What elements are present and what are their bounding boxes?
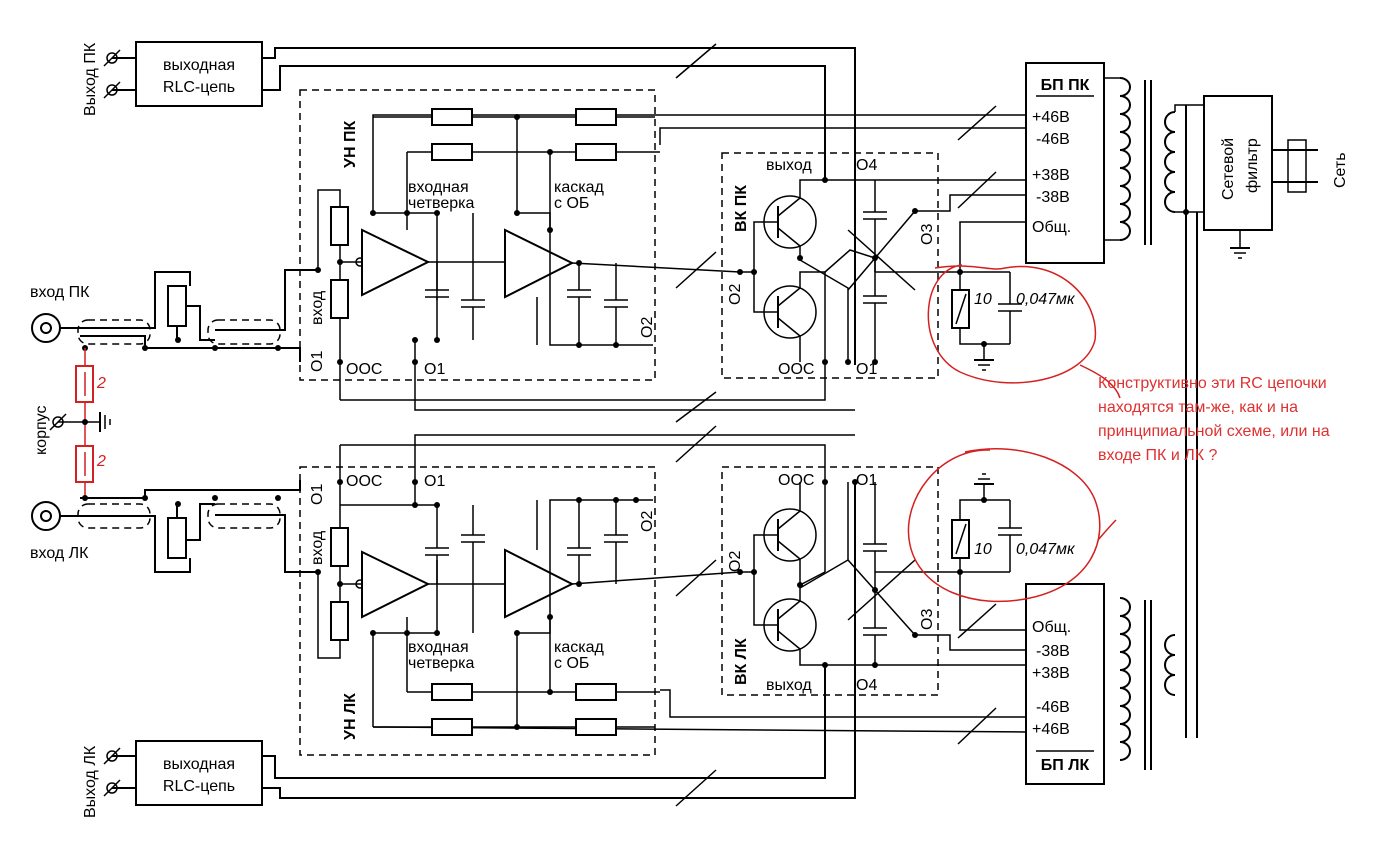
- svg-text:БП ЛК: БП ЛК: [1041, 757, 1090, 774]
- svg-text:О3: О3: [919, 609, 936, 630]
- svg-text:RLC-цепь: RLC-цепь: [163, 79, 235, 96]
- svg-text:RLC-цепь: RLC-цепь: [163, 778, 235, 795]
- output-rlc-bottom: выходная RLC-цепь Выход ЛК: [82, 480, 856, 818]
- svg-text:вход: вход: [309, 290, 326, 325]
- svg-text:выходная: выходная: [163, 57, 235, 74]
- svg-text:-46В: -46В: [1036, 699, 1070, 716]
- svg-text:0,047мк: 0,047мк: [1016, 291, 1076, 308]
- svg-text:2: 2: [96, 453, 106, 470]
- label-in-lk: вход ЛК: [30, 545, 89, 562]
- svg-text:О2: О2: [727, 551, 744, 572]
- svg-text:2: 2: [96, 375, 106, 392]
- svg-text:УН ПК: УН ПК: [342, 121, 359, 168]
- input-pk: вход ПК: [30, 269, 318, 362]
- output-stage-lk: ВК ЛК выход О4 О2 О3 ООС О1: [721, 466, 960, 696]
- svg-text:Общ.: Общ.: [1032, 219, 1071, 236]
- output-rlc-top: выходная RLC-цепь Выход ПК: [82, 41, 856, 365]
- svg-text:ВК ЛК: ВК ЛК: [733, 638, 750, 685]
- svg-text:О1: О1: [856, 361, 877, 378]
- svg-text:ООС: ООС: [778, 361, 814, 378]
- voltage-amp-lk: УН ЛК вход О1 ООС О1 О2 входная четверка…: [299, 434, 855, 756]
- mains-filter: Сетевой фильтр Сеть: [1174, 95, 1349, 738]
- svg-text:О3: О3: [919, 224, 936, 245]
- break-marks: [675, 43, 997, 807]
- svg-text:с ОБ: с ОБ: [554, 195, 589, 212]
- svg-text:выходная: выходная: [163, 756, 235, 773]
- svg-text:0,047мк: 0,047мк: [1016, 541, 1076, 558]
- svg-text:Общ.: Общ.: [1032, 619, 1071, 636]
- svg-text:выход: выход: [766, 677, 812, 694]
- svg-text:О2: О2: [727, 284, 744, 305]
- svg-text:10: 10: [974, 291, 992, 308]
- svg-text:-38В: -38В: [1036, 643, 1070, 660]
- svg-text:10: 10: [974, 541, 992, 558]
- voltage-amp-pk: УН ПК вход О1 ООС О1 О2 входная четверка…: [299, 89, 855, 411]
- output-stage-pk: ВК ПК выход О4 О2 О3 ООС О1: [721, 152, 960, 379]
- snubber-pk: 10 0,047мк: [927, 264, 1097, 384]
- svg-text:ВК ПК: ВК ПК: [733, 185, 750, 232]
- svg-text:+38В: +38В: [1032, 167, 1070, 184]
- svg-text:-38В: -38В: [1036, 189, 1070, 206]
- svg-text:фильтр: фильтр: [1244, 138, 1261, 193]
- svg-text:УН ЛК: УН ЛК: [342, 693, 359, 740]
- label-out-lk: Выход ЛК: [82, 745, 99, 818]
- psu-pk: БП ПК +46В -46В +38В -38В Общ.: [1025, 62, 1176, 264]
- label-set: Сеть: [1332, 152, 1349, 188]
- svg-text:О1: О1: [424, 473, 445, 490]
- svg-text:+46В: +46В: [1032, 109, 1070, 126]
- svg-text:О2: О2: [639, 317, 656, 338]
- snubber-lk: 10 0,047мк: [907, 364, 1121, 603]
- svg-text:четверка: четверка: [408, 655, 475, 672]
- svg-text:четверка: четверка: [408, 195, 475, 212]
- korpus-ground: 2 2 корпус: [33, 348, 111, 498]
- label-out-pk: Выход ПК: [82, 42, 99, 116]
- svg-text:ООС: ООС: [346, 473, 382, 490]
- svg-text:каскад: каскад: [554, 179, 605, 196]
- svg-text:входная: входная: [408, 179, 469, 196]
- svg-text:+38В: +38В: [1032, 665, 1070, 682]
- annotation-note: Конструктивно эти RC цепочки находятся т…: [1098, 375, 1330, 464]
- svg-text:входная: входная: [408, 639, 469, 656]
- input-lk: вход ЛК: [30, 480, 318, 573]
- svg-text:вход: вход: [309, 530, 326, 565]
- svg-text:О4: О4: [856, 157, 877, 174]
- svg-text:БП ПК: БП ПК: [1041, 77, 1090, 94]
- svg-text:ООС: ООС: [346, 361, 382, 378]
- svg-text:О1: О1: [309, 351, 326, 372]
- svg-text:Сетевой: Сетевой: [1220, 138, 1237, 200]
- svg-text:+46В: +46В: [1032, 721, 1070, 738]
- svg-text:О1: О1: [309, 484, 326, 505]
- svg-text:О4: О4: [856, 677, 877, 694]
- svg-text:О2: О2: [639, 511, 656, 532]
- label-korpus: корпус: [33, 406, 50, 455]
- label-in-pk: вход ПК: [30, 284, 90, 301]
- svg-text:О1: О1: [424, 361, 445, 378]
- svg-text:ООС: ООС: [778, 472, 814, 489]
- svg-text:каскад: каскад: [554, 639, 605, 656]
- svg-text:-46В: -46В: [1036, 131, 1070, 148]
- psu-lk: БП ЛК Общ. -38В +38В -46В +46В: [1025, 583, 1176, 785]
- svg-text:с ОБ: с ОБ: [554, 655, 589, 672]
- svg-text:выход: выход: [766, 157, 812, 174]
- svg-text:О1: О1: [856, 472, 877, 489]
